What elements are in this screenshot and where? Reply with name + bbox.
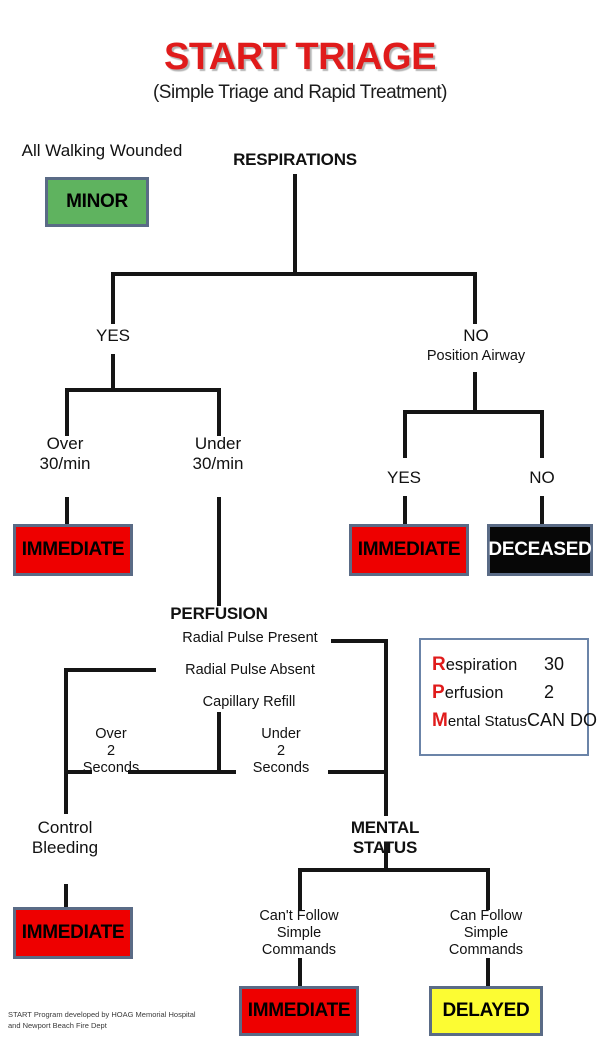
- node-airway-yes: YES: [386, 468, 422, 487]
- line-under2-to-mental: [328, 770, 386, 774]
- line-over30-to-immediate: [65, 497, 69, 524]
- node-under-2-seconds: Under 2 Seconds: [252, 726, 310, 776]
- line-radial-present-right: [331, 639, 388, 643]
- line-split4-right: [486, 868, 490, 910]
- line-no-stem: [473, 372, 477, 412]
- line-split2-bar: [65, 388, 221, 392]
- node-over-2-seconds: Over 2 Seconds: [82, 726, 140, 776]
- node-under-30-min: Under 30/min: [192, 434, 244, 473]
- line-split2-right: [217, 388, 221, 436]
- line-capillary-to-under2: [128, 770, 236, 774]
- tag-delayed-mental[interactable]: DELAYED: [429, 986, 543, 1036]
- line-perfusion-to-mental-status: [384, 770, 388, 816]
- tag-immediate-over-30[interactable]: IMMEDIATE: [13, 524, 133, 576]
- line-split1-left: [111, 272, 115, 324]
- tag-minor[interactable]: MINOR: [45, 177, 149, 227]
- node-radial-pulse-absent: Radial Pulse Absent: [185, 662, 315, 678]
- line-yes-stem: [111, 354, 115, 390]
- rpm-row-respiration: Respiration 30: [432, 654, 587, 682]
- line-control-bleeding-to-immediate: [64, 884, 68, 909]
- line-over2-connector: [64, 770, 92, 774]
- line-split1-bar: [111, 272, 477, 276]
- node-cant-follow-commands: Can't Follow Simple Commands: [259, 908, 339, 958]
- line-mental-status-stem: [384, 842, 388, 870]
- rpm-legend-box: Respiration 30 Perfusion 2 Mental Status…: [419, 638, 597, 756]
- tag-immediate-airway[interactable]: IMMEDIATE: [349, 524, 469, 576]
- rpm-label-respiration: Respiration: [432, 654, 518, 675]
- line-split3-bar: [403, 410, 544, 414]
- rpm-value-respiration: 30: [544, 654, 565, 674]
- line-respirations-stem: [293, 174, 297, 274]
- node-perfusion: PERFUSION: [170, 604, 268, 623]
- node-position-airway: Position Airway: [426, 348, 526, 364]
- line-split3-right: [540, 410, 544, 458]
- line-split3-left: [403, 410, 407, 458]
- tag-immediate-mental[interactable]: IMMEDIATE: [239, 986, 359, 1036]
- line-split4-bar: [298, 868, 490, 872]
- rpm-label-mental-status: Mental Status: [432, 710, 528, 731]
- node-respirations: RESPIRATIONS: [233, 150, 357, 169]
- node-respirations-no: NO: [463, 326, 489, 345]
- line-can-follow-to-delayed: [486, 958, 490, 986]
- line-radial-absent-left: [64, 668, 156, 672]
- line-split4-left: [298, 868, 302, 910]
- rpm-row-mental-status: Mental Status CAN DO: [432, 710, 597, 738]
- line-cant-follow-to-immediate: [298, 958, 302, 986]
- node-capillary-refill: Capillary Refill: [202, 694, 296, 710]
- rpm-label-perfusion: Perfusion: [432, 682, 504, 703]
- page-title: START TRIAGE: [164, 36, 436, 78]
- rpm-value-mental-status: CAN DO: [527, 710, 598, 730]
- rpm-row-perfusion: Perfusion 2: [432, 682, 587, 710]
- node-respirations-yes: YES: [95, 326, 131, 345]
- line-airway-yes-to-immediate: [403, 496, 407, 524]
- node-control-bleeding: Control Bleeding: [31, 818, 99, 857]
- line-airway-no-to-deceased: [540, 496, 544, 524]
- tag-deceased[interactable]: DECEASED: [487, 524, 593, 576]
- line-split2-left: [65, 388, 69, 436]
- page-subtitle: (Simple Triage and Rapid Treatment): [152, 82, 448, 103]
- line-split1-right: [473, 272, 477, 324]
- line-radial-absent-down: [64, 668, 68, 814]
- tag-immediate-bleeding[interactable]: IMMEDIATE: [13, 907, 133, 959]
- node-over-30-min: Over 30/min: [39, 434, 91, 473]
- line-under30-to-perfusion: [217, 497, 221, 606]
- node-can-follow-commands: Can Follow Simple Commands: [448, 908, 524, 958]
- node-airway-no: NO: [529, 468, 555, 487]
- line-radial-present-down: [384, 639, 388, 770]
- label-all-walking-wounded: All Walking Wounded: [21, 141, 183, 160]
- node-radial-pulse-present: Radial Pulse Present: [182, 630, 318, 646]
- rpm-value-perfusion: 2: [544, 682, 555, 702]
- line-capillary-refill-stem: [217, 712, 221, 770]
- footer-credit: START Program developed by HOAG Memorial…: [8, 1010, 196, 1030]
